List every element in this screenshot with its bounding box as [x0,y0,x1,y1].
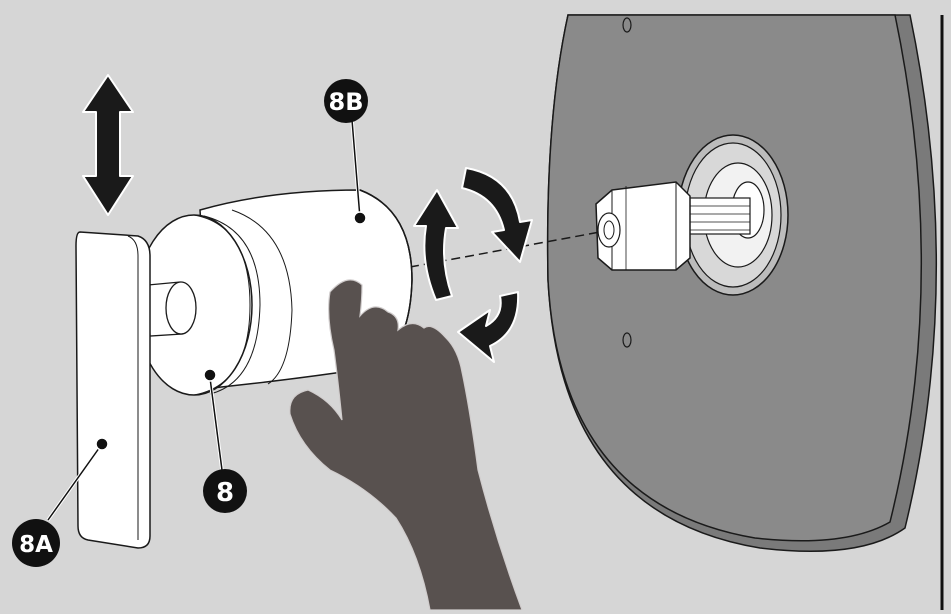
vertical-arrow-icon [82,74,134,216]
callout-8-label: 8 [216,478,234,508]
leader-8a [47,443,103,521]
rotation-arrows-icon [413,167,533,363]
screw-hole-bottom [622,332,632,348]
dot-8a [95,437,109,451]
callout-8b-label: 8B [329,88,364,116]
callout-8: 8 [203,469,247,513]
screw-hole-top [622,17,632,33]
bracket [75,231,151,549]
adapter [595,181,691,271]
pin [147,281,197,337]
callout-8a: 8A [12,519,60,567]
callout-8a-label: 8A [19,532,53,558]
dot-8b [353,211,367,225]
hand-illustration [289,279,523,611]
callout-8b: 8B [324,79,368,123]
leader-8 [209,377,223,471]
leader-8b [351,119,361,219]
dot-8 [203,368,217,382]
